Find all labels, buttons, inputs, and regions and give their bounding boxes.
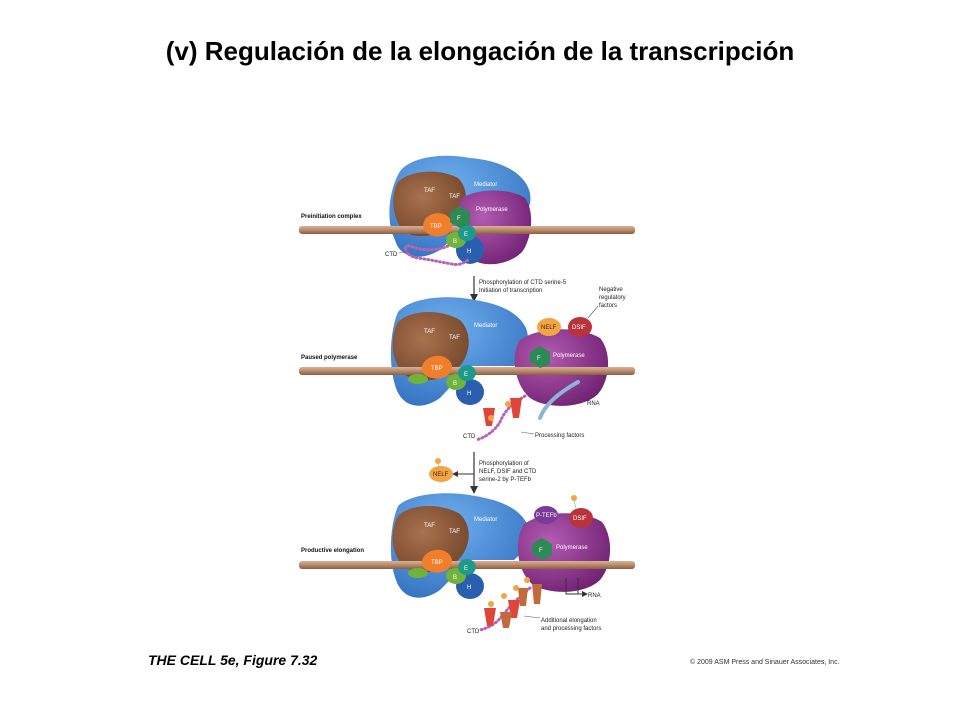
tbp-blob <box>423 213 453 237</box>
released-nelf-label: NELF <box>433 472 449 478</box>
factor-b-label: B <box>453 239 457 245</box>
dsif-blob <box>568 317 592 337</box>
processing-factor <box>484 608 496 626</box>
stage-productive: Productive elongation TAF TAF Mediator P… <box>299 493 635 635</box>
ctd-tail <box>403 244 470 266</box>
arrow2-line3: serine-2 by P-TEFb <box>479 477 532 483</box>
polymerase-label: Polymerase <box>553 353 585 359</box>
phosphate <box>505 401 511 407</box>
taf-label-2: TAF <box>449 194 460 200</box>
factor-h-label: H <box>467 585 471 591</box>
taf-label-1: TAF <box>424 329 435 335</box>
ptefb-label: P-TEFb <box>536 513 557 519</box>
factor-b-label: B <box>453 381 457 387</box>
factor-f-label: F <box>539 548 543 554</box>
taf-label-2: TAF <box>449 335 460 341</box>
processing-factors-label: Processing factors <box>535 433 584 439</box>
phosphate <box>524 577 530 583</box>
tbp-label: TBP <box>430 224 442 230</box>
phosphate <box>488 601 494 607</box>
additional-factors-line2: and processing factors <box>541 626 601 632</box>
stage-label-paused: Paused polymerase <box>301 355 358 361</box>
processing-factor <box>510 398 522 418</box>
phosphate <box>571 495 577 501</box>
dsif-label: DSIF <box>572 325 586 331</box>
negative-factors-line2: regulatory <box>599 295 626 301</box>
factor-f-label: F <box>457 216 461 222</box>
factor-e <box>458 365 476 381</box>
ctd-label: CTD <box>463 434 476 440</box>
mediator-label: Mediator <box>474 182 497 188</box>
arrow1-line2: Initiation of transcription <box>479 288 542 294</box>
factor-b-label: B <box>453 575 457 581</box>
tbp-blob <box>421 355 452 379</box>
ctd-label: CTD <box>385 252 398 258</box>
tbp-label: TBP <box>431 560 443 566</box>
phosphate <box>435 458 441 464</box>
additional-factors-line1: Additional elongation <box>541 618 597 624</box>
factor-e-label: E <box>464 566 468 572</box>
factor-e <box>458 559 476 575</box>
factor-f <box>530 346 550 368</box>
mediator-label: Mediator <box>474 517 497 523</box>
taf-label-1: TAF <box>424 188 435 194</box>
polymerase-blob <box>517 513 611 592</box>
released-nelf-blob <box>429 466 453 482</box>
stage-label-preinitiation: Preinitiation complex <box>301 214 362 220</box>
factor-e-label: E <box>464 232 468 238</box>
mediator-label: Mediator <box>474 323 497 329</box>
negative-factors-line3: factors <box>599 303 617 309</box>
tbp-label: TBP <box>431 366 443 372</box>
stage-label-productive: Productive elongation <box>301 548 364 554</box>
elongation-factor <box>518 588 528 606</box>
tbp-blob <box>421 549 452 573</box>
factor-f <box>532 538 552 560</box>
rna-label: RNA <box>587 401 600 407</box>
arrow2-line2: NELF, DSIF and CTD <box>479 469 537 475</box>
nelf-label: NELF <box>541 325 557 331</box>
factor-e-label: E <box>464 372 468 378</box>
copyright-notice: © 2009 ASM Press and Sinauer Associates,… <box>690 659 840 666</box>
phosphate <box>501 593 507 599</box>
figure-caption: THE CELL 5e, Figure 7.32 <box>148 652 318 668</box>
phosphate <box>488 415 494 421</box>
green-factor <box>408 568 428 578</box>
taf-label-1: TAF <box>424 523 435 529</box>
green-factor <box>408 374 428 384</box>
negative-factors-line1: Negative <box>599 287 623 293</box>
stage-paused: Paused polymerase TAF TAF Mediator Polym… <box>299 287 635 442</box>
ptefb-blob <box>534 506 558 524</box>
polymerase-label: Polymerase <box>556 545 588 551</box>
dsif-label: DSIF <box>573 516 587 522</box>
arrow1-line1: Phosphorylation of CTD serine-5 <box>479 280 567 286</box>
rna-strand <box>538 380 580 420</box>
factor-h-label: H <box>467 249 471 255</box>
step-arrow-1: Phosphorylation of CTD serine-5 Initiati… <box>470 276 567 302</box>
taf-label-2: TAF <box>449 529 460 535</box>
rna-label: RNA <box>588 593 601 599</box>
factor-f-label: F <box>537 356 541 362</box>
factor-h-label: H <box>467 391 471 397</box>
stage-preinitiation: Preinitiation complex TAF TAF Mediator P… <box>299 155 635 266</box>
nelf-blob <box>537 318 561 336</box>
arrow2-line1: Phosphorylation of <box>479 461 529 467</box>
polymerase-label: Polymerase <box>476 207 508 213</box>
slide-title: (v) Regulación de la elongación de la tr… <box>165 36 795 66</box>
step-arrow-2: NELF Phosphorylation of NELF, DSIF and C… <box>429 452 537 494</box>
factor-f <box>450 206 470 228</box>
elongation-factor <box>500 612 512 628</box>
ctd-label: CTD <box>467 629 480 635</box>
phosphate <box>513 585 519 591</box>
factor-e <box>458 225 476 241</box>
elongation-factor <box>532 584 542 604</box>
dsif-blob <box>569 508 593 528</box>
